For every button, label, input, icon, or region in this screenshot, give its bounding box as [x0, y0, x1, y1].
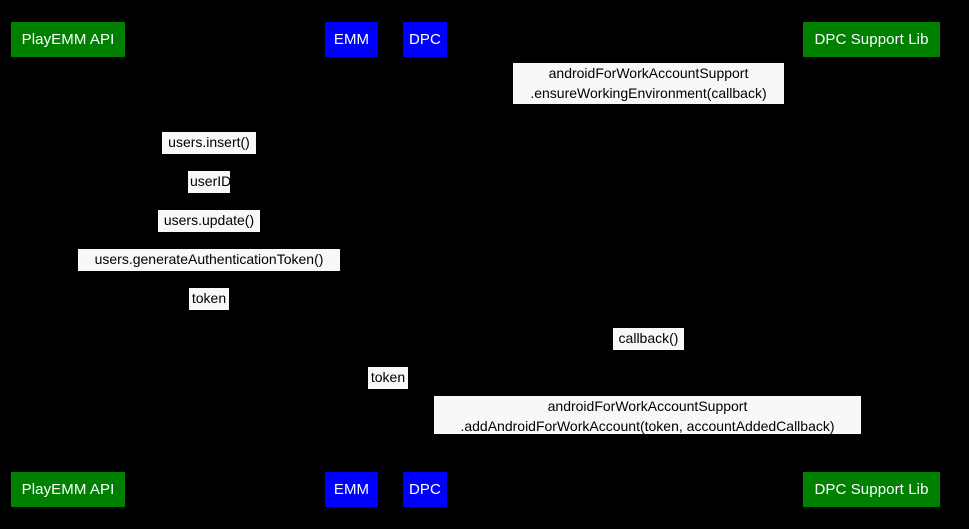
message-line: userID — [190, 173, 232, 189]
message-line: callback() — [618, 330, 679, 346]
participant-foot-emm[interactable]: EMM — [325, 472, 378, 507]
message-label-add-android-for-work-account: androidForWorkAccountSupport .addAndroidF… — [434, 396, 861, 434]
participant-foot-dpc-support-lib[interactable]: DPC Support Lib — [803, 472, 940, 507]
message-line: token — [191, 290, 227, 306]
message-line: androidForWorkAccountSupport — [548, 65, 749, 81]
message-label-token-to-emm: token — [189, 288, 229, 310]
message-label-users-update: users.update() — [158, 210, 260, 232]
participant-head-dpc-support-lib[interactable]: DPC Support Lib — [803, 22, 940, 57]
participant-label: DPC Support Lib — [814, 481, 929, 498]
message-label-token-to-dpc: token — [368, 367, 408, 389]
participant-head-playemm-api[interactable]: PlayEMM API — [11, 22, 125, 57]
participant-label: DPC — [409, 481, 441, 498]
participant-label: DPC Support Lib — [814, 31, 929, 48]
message-line: androidForWorkAccountSupport — [547, 398, 748, 414]
participant-label: PlayEMM API — [21, 31, 115, 48]
participant-foot-playemm-api[interactable]: PlayEMM API — [11, 472, 125, 507]
message-label-callback: callback() — [613, 328, 684, 350]
participant-label: EMM — [333, 481, 370, 498]
message-line: .ensureWorkingEnvironment(callback) — [530, 84, 767, 101]
participant-head-dpc[interactable]: DPC — [403, 22, 447, 57]
participant-label: EMM — [333, 31, 370, 48]
participant-label: PlayEMM API — [21, 481, 115, 498]
message-line: users.insert() — [168, 134, 250, 150]
participant-foot-dpc[interactable]: DPC — [403, 472, 447, 507]
participant-head-emm[interactable]: EMM — [325, 22, 378, 57]
participant-label: DPC — [409, 31, 441, 48]
message-line: users.generateAuthenticationToken() — [94, 251, 324, 267]
message-label-users-generate-authentication-token: users.generateAuthenticationToken() — [78, 249, 340, 271]
message-label-ensure-working-environment: androidForWorkAccountSupport .ensureWorki… — [513, 63, 784, 104]
message-label-users-insert: users.insert() — [162, 132, 256, 154]
message-line: .addAndroidForWorkAccount(token, account… — [460, 417, 835, 434]
message-line: users.update() — [163, 212, 255, 228]
message-label-user-id: userID — [188, 171, 232, 193]
message-line: token — [370, 369, 406, 385]
